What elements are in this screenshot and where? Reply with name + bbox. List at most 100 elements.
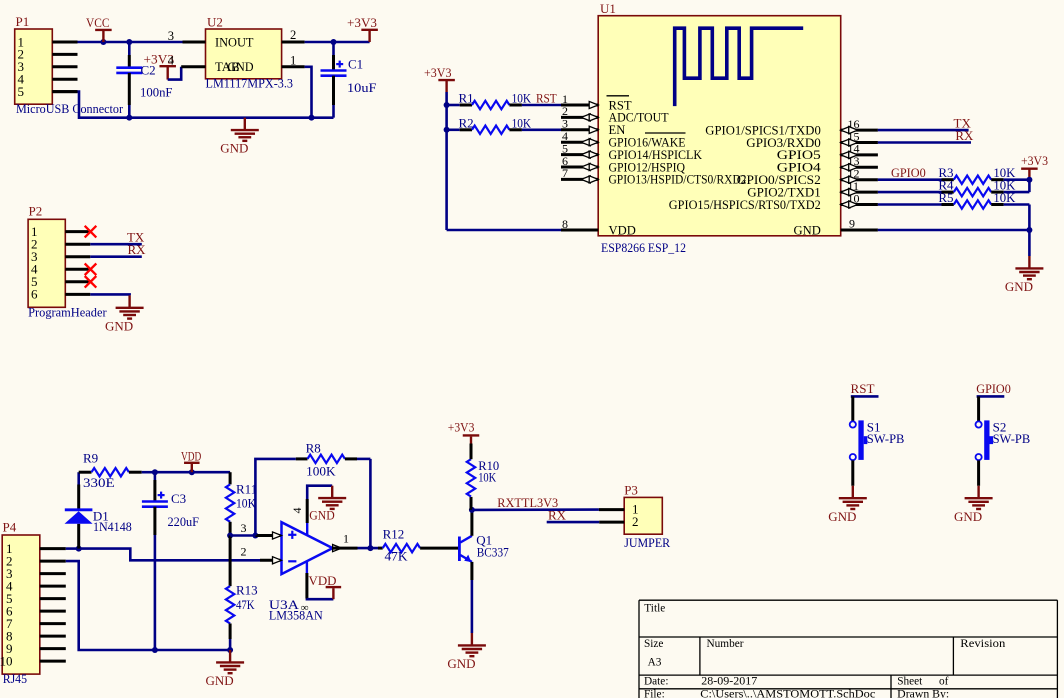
svg-text:2: 2 bbox=[290, 28, 296, 42]
svg-text:GPIO1/SPICS1/TXD0: GPIO1/SPICS1/TXD0 bbox=[705, 123, 821, 137]
svg-text:1: 1 bbox=[290, 53, 296, 67]
svg-text:220uF: 220uF bbox=[168, 514, 200, 529]
svg-text:1: 1 bbox=[343, 532, 349, 546]
svg-text:TX: TX bbox=[954, 116, 972, 131]
svg-text:3: 3 bbox=[31, 249, 38, 264]
svg-text:RX: RX bbox=[955, 128, 974, 143]
svg-text:GPIO16/WAKE: GPIO16/WAKE bbox=[609, 136, 686, 150]
svg-text:5: 5 bbox=[31, 274, 38, 289]
svg-text:10K: 10K bbox=[236, 495, 257, 510]
svg-text:4: 4 bbox=[290, 508, 304, 514]
svg-text:C1: C1 bbox=[348, 57, 363, 72]
svg-text:ProgramHeader: ProgramHeader bbox=[28, 305, 107, 320]
svg-text:R13: R13 bbox=[236, 583, 258, 598]
svg-text:S2: S2 bbox=[993, 420, 1007, 435]
svg-text:C2: C2 bbox=[141, 63, 156, 78]
svg-text:GND: GND bbox=[1005, 279, 1033, 294]
svg-text:R3: R3 bbox=[938, 165, 953, 180]
svg-text:1: 1 bbox=[632, 502, 639, 517]
svg-text:RST: RST bbox=[851, 381, 875, 396]
svg-text:GPIO13/HSPID/CTS0/RXD2: GPIO13/HSPID/CTS0/RXD2 bbox=[609, 173, 747, 187]
svg-text:Sheet: Sheet bbox=[897, 675, 923, 687]
svg-text:R8: R8 bbox=[306, 441, 321, 456]
svg-text:RXTTL3V3: RXTTL3V3 bbox=[497, 495, 558, 510]
svg-text:+3V3: +3V3 bbox=[144, 52, 175, 67]
svg-text:LM1117MPX-3.3: LM1117MPX-3.3 bbox=[206, 76, 294, 91]
svg-text:EN: EN bbox=[609, 123, 626, 137]
svg-text:1N4148: 1N4148 bbox=[93, 519, 132, 534]
svg-text:RX: RX bbox=[127, 242, 146, 257]
svg-text:3: 3 bbox=[18, 59, 25, 74]
svg-text:ADC/TOUT: ADC/TOUT bbox=[609, 111, 669, 125]
svg-text:P2: P2 bbox=[29, 204, 43, 219]
svg-text:C3: C3 bbox=[171, 491, 186, 506]
svg-text:10K: 10K bbox=[512, 115, 532, 130]
svg-text:VCC: VCC bbox=[86, 15, 110, 30]
svg-text:C:\Users\..\AMSTOMOTT.SchDoc: C:\Users\..\AMSTOMOTT.SchDoc bbox=[700, 688, 875, 698]
svg-text:GND: GND bbox=[794, 223, 821, 237]
svg-text:4: 4 bbox=[31, 262, 38, 277]
svg-text:GND: GND bbox=[309, 508, 334, 523]
svg-text:S1: S1 bbox=[867, 420, 881, 435]
svg-text:7: 7 bbox=[6, 616, 13, 631]
svg-text:Q1: Q1 bbox=[476, 533, 492, 548]
svg-text:JUMPER: JUMPER bbox=[624, 535, 670, 550]
svg-text:4: 4 bbox=[18, 72, 25, 87]
svg-text:TAB: TAB bbox=[215, 59, 240, 74]
svg-text:GND: GND bbox=[105, 318, 133, 333]
svg-text:5: 5 bbox=[18, 84, 25, 99]
svg-text:R9: R9 bbox=[83, 451, 98, 466]
svg-text:P4: P4 bbox=[3, 520, 17, 535]
svg-text:2: 2 bbox=[632, 514, 639, 529]
svg-text:MicroUSB Connector: MicroUSB Connector bbox=[16, 101, 124, 116]
svg-text:RST: RST bbox=[609, 98, 632, 112]
svg-text:RST: RST bbox=[536, 91, 557, 106]
svg-text:GND: GND bbox=[447, 656, 475, 671]
svg-text:GND: GND bbox=[228, 59, 254, 74]
svg-text:2: 2 bbox=[562, 104, 568, 118]
svg-text:1: 1 bbox=[31, 224, 38, 239]
svg-text:GPIO0: GPIO0 bbox=[976, 381, 1011, 396]
svg-text:P3: P3 bbox=[624, 483, 638, 498]
svg-text:SW-PB: SW-PB bbox=[867, 431, 905, 446]
svg-text:R11: R11 bbox=[236, 482, 257, 497]
svg-text:ESP8266 ESP_12: ESP8266 ESP_12 bbox=[601, 240, 686, 255]
svg-text:GPIO4: GPIO4 bbox=[777, 161, 822, 175]
svg-text:U3A: U3A bbox=[269, 597, 300, 612]
svg-text:U1: U1 bbox=[600, 1, 616, 16]
svg-text:100K: 100K bbox=[306, 463, 336, 478]
svg-text:∞: ∞ bbox=[301, 602, 309, 614]
svg-text:10K: 10K bbox=[993, 165, 1016, 180]
svg-text:3: 3 bbox=[241, 521, 247, 535]
svg-text:GND: GND bbox=[954, 509, 982, 524]
svg-text:D1: D1 bbox=[93, 509, 109, 524]
svg-text:GND: GND bbox=[828, 509, 856, 524]
svg-text:11: 11 bbox=[848, 179, 860, 193]
svg-text:4: 4 bbox=[168, 54, 175, 68]
svg-text:R2: R2 bbox=[459, 115, 474, 130]
svg-text:6: 6 bbox=[6, 603, 13, 618]
svg-text:3: 3 bbox=[562, 117, 568, 131]
svg-text:7: 7 bbox=[562, 166, 568, 180]
svg-text:GND: GND bbox=[206, 673, 234, 688]
svg-text:2: 2 bbox=[31, 237, 38, 252]
svg-text:+3V3: +3V3 bbox=[424, 65, 452, 80]
svg-text:of: of bbox=[939, 675, 949, 687]
svg-text:4: 4 bbox=[6, 578, 13, 593]
svg-text:GPIO14/HSPICLK: GPIO14/HSPICLK bbox=[609, 148, 703, 162]
svg-text:8: 8 bbox=[562, 217, 568, 231]
svg-text:Number: Number bbox=[707, 638, 744, 650]
svg-text:6: 6 bbox=[562, 154, 568, 168]
svg-text:3: 3 bbox=[6, 566, 13, 581]
svg-text:Size: Size bbox=[644, 638, 663, 650]
svg-text:1: 1 bbox=[18, 34, 25, 49]
svg-text:RJ45: RJ45 bbox=[3, 671, 27, 686]
svg-text:10: 10 bbox=[0, 653, 13, 668]
svg-text:BC337: BC337 bbox=[477, 545, 509, 560]
svg-text:VDD: VDD bbox=[609, 223, 636, 237]
svg-text:LM358AN: LM358AN bbox=[269, 608, 323, 623]
svg-text:P1: P1 bbox=[16, 14, 30, 29]
svg-text:R1: R1 bbox=[459, 91, 474, 106]
svg-text:10K: 10K bbox=[993, 178, 1016, 193]
svg-text:R12: R12 bbox=[383, 527, 405, 542]
